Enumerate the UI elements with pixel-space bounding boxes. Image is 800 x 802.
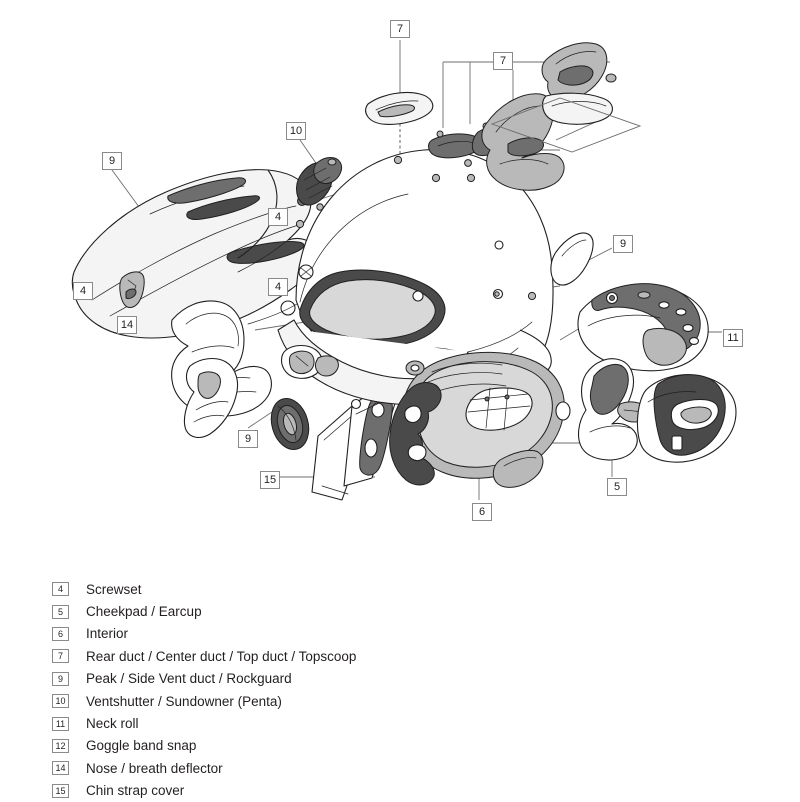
legend-item-4: 4 Screwset bbox=[52, 578, 572, 600]
callout-9-lower[interactable]: 9 bbox=[238, 430, 258, 448]
legend-item-12: 12 Goggle band snap bbox=[52, 735, 572, 757]
part-rockguard bbox=[550, 232, 594, 286]
legend-number-12: 12 bbox=[52, 738, 69, 753]
part-rear-spoiler bbox=[490, 42, 642, 153]
legend-item-11: 11 Neck roll bbox=[52, 712, 572, 734]
legend-number-7: 7 bbox=[52, 649, 69, 664]
legend-item-5: 5 Cheekpad / Earcup bbox=[52, 600, 572, 622]
callout-6[interactable]: 6 bbox=[472, 503, 492, 521]
legend-number-9: 9 bbox=[52, 671, 69, 686]
callout-4-mid[interactable]: 4 bbox=[268, 278, 288, 296]
part-topscoop bbox=[365, 91, 434, 125]
part-side-vent-duct bbox=[183, 357, 239, 439]
callout-5[interactable]: 5 bbox=[607, 478, 627, 496]
callout-4-upper[interactable]: 4 bbox=[268, 208, 288, 226]
legend-label-15: Chin strap cover bbox=[86, 783, 185, 799]
callout-14[interactable]: 14 bbox=[117, 316, 137, 334]
callout-4-left[interactable]: 4 bbox=[73, 282, 93, 300]
legend-item-15: 15 Chin strap cover bbox=[52, 780, 572, 802]
legend-number-15: 15 bbox=[52, 783, 69, 798]
part-neck-roll bbox=[577, 283, 709, 372]
callout-7-right[interactable]: 7 bbox=[493, 52, 513, 70]
part-center-duct bbox=[428, 130, 482, 167]
part-goggle-band-snap bbox=[270, 398, 310, 450]
legend-number-10: 10 bbox=[52, 694, 69, 709]
part-chin-strap-cover bbox=[311, 387, 397, 501]
callout-10[interactable]: 10 bbox=[286, 122, 306, 140]
legend-number-4: 4 bbox=[52, 582, 69, 597]
exploded-view-illustration: .ln { fill:none; stroke:#231f20; stroke-… bbox=[71, 40, 737, 501]
legend-item-7: 7 Rear duct / Center duct / Top duct / T… bbox=[52, 645, 572, 667]
legend-number-5: 5 bbox=[52, 604, 69, 619]
legend-label-6: Interior bbox=[86, 626, 129, 642]
legend-label-9: Peak / Side Vent duct / Rockguard bbox=[86, 671, 292, 687]
callout-9-peak[interactable]: 9 bbox=[102, 152, 122, 170]
callout-15[interactable]: 15 bbox=[260, 471, 280, 489]
part-ventshutter bbox=[296, 157, 343, 206]
legend-label-10: Ventshutter / Sundowner (Penta) bbox=[86, 693, 282, 709]
callout-9-right[interactable]: 9 bbox=[613, 235, 633, 253]
legend-item-14: 14 Nose / breath deflector bbox=[52, 757, 572, 779]
legend-item-9: 9 Peak / Side Vent duct / Rockguard bbox=[52, 668, 572, 690]
part-screws bbox=[405, 360, 571, 421]
legend-number-14: 14 bbox=[52, 761, 69, 776]
legend-item-6: 6 Interior bbox=[52, 623, 572, 645]
parts-legend: 4 Screwset 5 Cheekpad / Earcup 6 Interio… bbox=[52, 578, 572, 802]
legend-label-12: Goggle band snap bbox=[86, 738, 197, 754]
part-cheekpad-right bbox=[636, 374, 737, 463]
legend-number-6: 6 bbox=[52, 626, 69, 641]
legend-label-11: Neck roll bbox=[86, 716, 139, 732]
legend-label-5: Cheekpad / Earcup bbox=[86, 604, 202, 620]
part-cheekpad-left bbox=[577, 358, 648, 461]
legend-label-7: Rear duct / Center duct / Top duct / Top… bbox=[86, 648, 357, 664]
part-peak-bracket bbox=[119, 271, 145, 308]
part-interior-liner bbox=[389, 351, 565, 488]
legend-number-11: 11 bbox=[52, 716, 69, 731]
legend-item-10: 10 Ventshutter / Sundowner (Penta) bbox=[52, 690, 572, 712]
legend-label-14: Nose / breath deflector bbox=[86, 760, 223, 776]
callout-7-top[interactable]: 7 bbox=[390, 20, 410, 38]
legend-label-4: Screwset bbox=[86, 581, 142, 597]
callout-11[interactable]: 11 bbox=[723, 329, 743, 347]
part-rear-duct bbox=[481, 93, 565, 191]
